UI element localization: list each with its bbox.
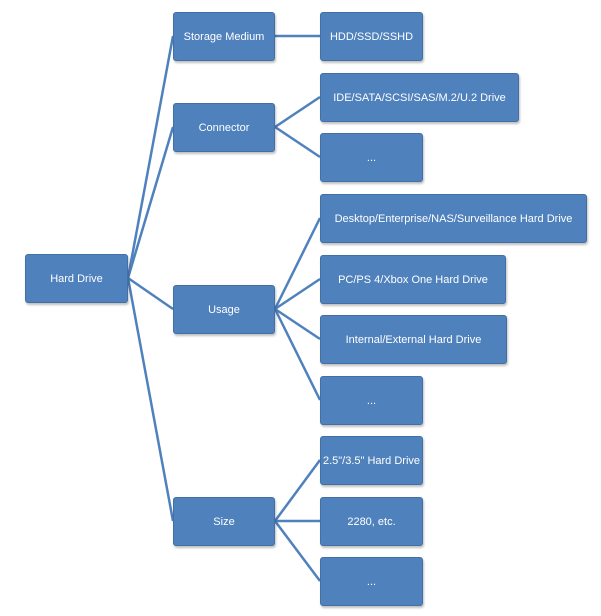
- connector-usage-more: [273, 308, 322, 401]
- connector-usage-pc: [274, 277, 321, 311]
- leaf-node-usage-pc-ps4-xbox: PC/PS 4/Xbox One Hard Drive: [320, 255, 506, 304]
- leaf-node-size-more: ...: [320, 557, 423, 606]
- leaf-node-usage-more: ...: [320, 376, 423, 425]
- leaf-node-size-2280: 2280, etc.: [320, 497, 423, 546]
- connector-size-more: [274, 520, 321, 582]
- category-node-storage-medium: Storage Medium: [173, 12, 275, 61]
- leaf-node-size-2-5-3-5: 2.5"/3.5" Hard Drive: [320, 436, 423, 485]
- connector-root-size: [126, 277, 175, 522]
- connector-usage-desktop: [273, 217, 322, 310]
- connector-connector-more: [274, 125, 321, 159]
- leaf-node-usage-internal-external: Internal/External Hard Drive: [320, 315, 507, 364]
- leaf-node-hdd-ssd-sshd: HDD/SSD/SSHD: [320, 12, 423, 61]
- connector-usage-internal: [274, 307, 321, 341]
- connector-root-usage: [127, 276, 174, 311]
- category-node-connector: Connector: [173, 103, 275, 152]
- connector-size-2-5: [273, 459, 322, 522]
- category-node-size: Size: [173, 497, 275, 546]
- category-node-usage: Usage: [173, 285, 275, 334]
- connector-connector-types: [274, 95, 321, 129]
- leaf-node-connector-more: ...: [320, 133, 423, 182]
- connector-root-connector: [126, 126, 175, 279]
- leaf-node-usage-desktop-enterprise: Desktop/Enterprise/NAS/Surveillance Hard…: [320, 194, 587, 243]
- leaf-node-connector-types: IDE/SATA/SCSI/SAS/M.2/U.2 Drive: [320, 73, 519, 122]
- root-node-hard-drive: Hard Drive: [25, 254, 128, 303]
- connector-root-storage-medium: [126, 35, 175, 279]
